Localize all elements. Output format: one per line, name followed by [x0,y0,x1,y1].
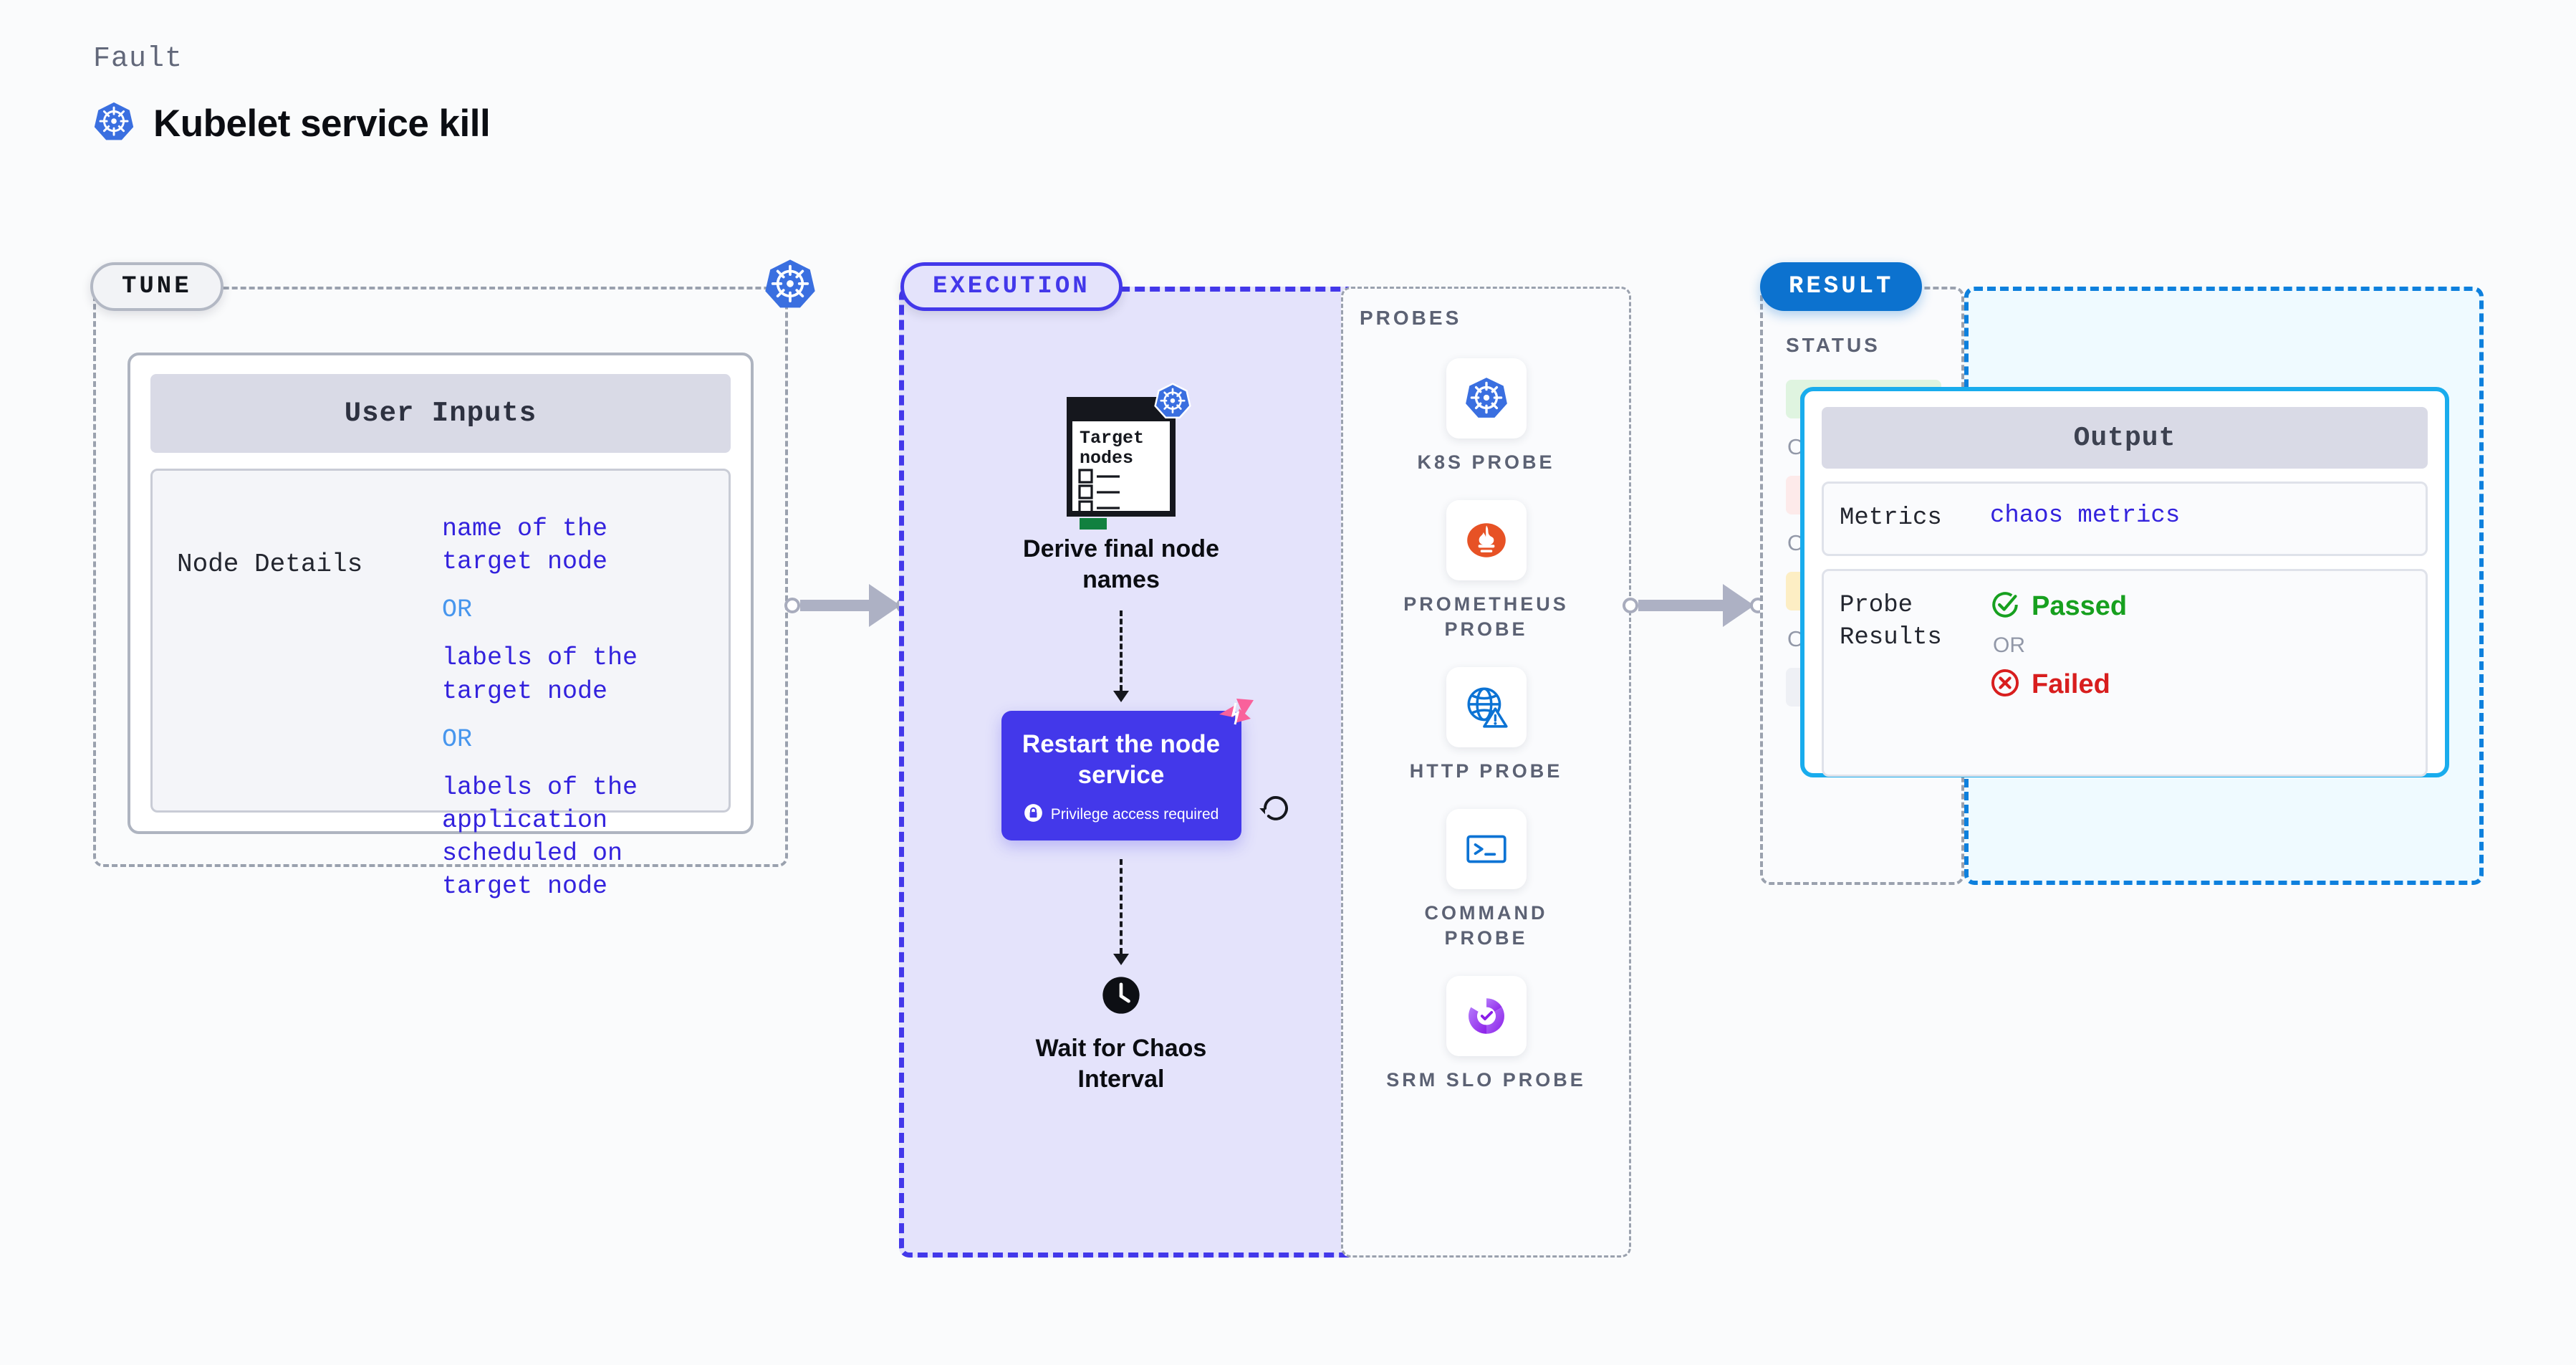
connector-arrowhead [1723,584,1754,627]
execution-steps: Target nodes [899,287,1343,1258]
connector-tune-to-execution [784,584,912,627]
connector-start-dot [1623,598,1638,613]
probes-title: PROBES [1360,307,1462,329]
privilege-note: Privilege access required [1016,803,1227,826]
prometheus-icon [1446,499,1527,580]
probe-results-key: Probe Results [1840,591,1942,652]
user-inputs-body: Node Details name of the target node OR … [150,469,731,901]
step-caption: Derive final node names [1023,535,1219,593]
result-panel: RESULT STATUS COMPLETED OR ERRORED OR QU… [1760,262,2484,885]
execution-panel-label: EXECUTION [900,262,1123,311]
clock-icon [1101,975,1141,1019]
node-details-value: labels of the target node [442,643,638,706]
probe-label: PROMETHEUS PROBE [1403,593,1569,641]
connector-start-dot [784,598,800,613]
result-panel-label: RESULT [1760,262,1923,311]
failed-label: Failed [2032,669,2110,699]
tune-panel-border [93,287,788,867]
passed-label: Passed [2032,590,2128,621]
flow-arrow-down [1113,610,1129,702]
probe-label: HTTP PROBE [1409,760,1563,782]
user-inputs-card: User Inputs Node Details name of the tar… [128,353,754,901]
kubernetes-icon [1446,358,1527,439]
probe-label: COMMAND PROBE [1424,901,1548,949]
probe-item-command[interactable]: COMMAND PROBE [1386,808,1587,952]
flow-arrow-down [1113,859,1129,966]
probe-results-values: Passed OR Failed [1990,590,2127,701]
probe-result-passed: Passed [1990,590,2127,623]
or-separator: OR [1993,633,2025,657]
node-details-value: labels of the application scheduled on t… [442,772,638,901]
metrics-value: chaos metrics [1990,502,2181,530]
srm-slo-icon [1446,975,1527,1056]
metrics-key: Metrics [1840,504,1942,532]
tune-panel-label: TUNE [90,262,224,311]
connector-shaft [800,600,870,611]
or-separator: OR [442,724,473,754]
user-inputs-header: User Inputs [150,374,731,453]
retry-loop-icon [1259,791,1293,829]
check-circle-icon [1990,590,2020,623]
restart-node-service-card[interactable]: Restart the node service Privilege acces… [1001,699,1254,841]
node-details-value: name of the target node [442,514,608,577]
title-row: Kubelet service kill [93,101,491,146]
probes-list: K8S PROBE PROMETHEUS PROBE [1341,358,1631,1093]
probe-item-prometheus[interactable]: PROMETHEUS PROBE [1386,499,1587,643]
probe-item-http[interactable]: HTTP PROBE [1386,666,1587,785]
kubernetes-icon [93,101,135,146]
execution-step-wait-for-chaos-interval: Wait for Chaos Interval [1003,975,1239,1094]
execution-step-restart-node-service[interactable]: Restart the node service Privilege acces… [1001,699,1288,841]
tune-panel: TUNE User Inputs Node Details name of [90,259,815,901]
x-circle-icon [1990,668,2020,701]
svg-text:Target: Target [1080,428,1144,449]
lock-icon [1024,803,1043,826]
step-caption: Wait for Chaos Interval [1035,1035,1207,1093]
probe-item-srm-slo[interactable]: SRM SLO PROBE [1386,975,1587,1093]
probe-label: SRM SLO PROBE [1386,1068,1586,1091]
svg-text:nodes: nodes [1080,448,1133,469]
probes-panel: PROBES [1341,287,1631,1258]
page-header: Fault Kubelet service kill [93,43,491,146]
probe-item-k8s[interactable]: K8S PROBE [1386,358,1587,476]
privilege-note-text: Privilege access required [1050,806,1219,823]
execution-step-derive-node-names: Target nodes [1003,383,1239,595]
output-header: Output [1822,407,2428,469]
terminal-icon [1446,808,1527,889]
page-title: Kubelet service kill [153,102,491,145]
connector-arrowhead [869,584,900,627]
http-globe-warning-icon [1446,666,1527,747]
probe-label: K8S PROBE [1417,451,1555,473]
connector-execution-to-result [1623,584,1766,627]
step-caption: Restart the node service [1022,730,1221,789]
kubernetes-icon [764,258,817,315]
output-row-metrics: Metrics chaos metrics [1822,482,2428,556]
chaos-glyph-icon [1215,697,1255,738]
probe-result-failed: Failed [1990,668,2127,701]
output-row-probe-results: Probe Results Passed OR [1822,568,2428,777]
kubernetes-icon [1154,383,1191,423]
target-nodes-document-icon: Target nodes [1064,383,1191,530]
status-title: STATUS [1786,334,1880,356]
probes-panel-border [1341,287,1631,1258]
connector-shaft [1638,600,1724,611]
fault-label: Fault [93,43,183,75]
output-card: Output Metrics chaos metrics Probe Resul… [1800,387,2449,777]
node-details-values: name of the target node OR labels of the… [435,512,704,901]
node-details-key: Node Details [177,550,363,579]
or-separator: OR [442,595,473,625]
